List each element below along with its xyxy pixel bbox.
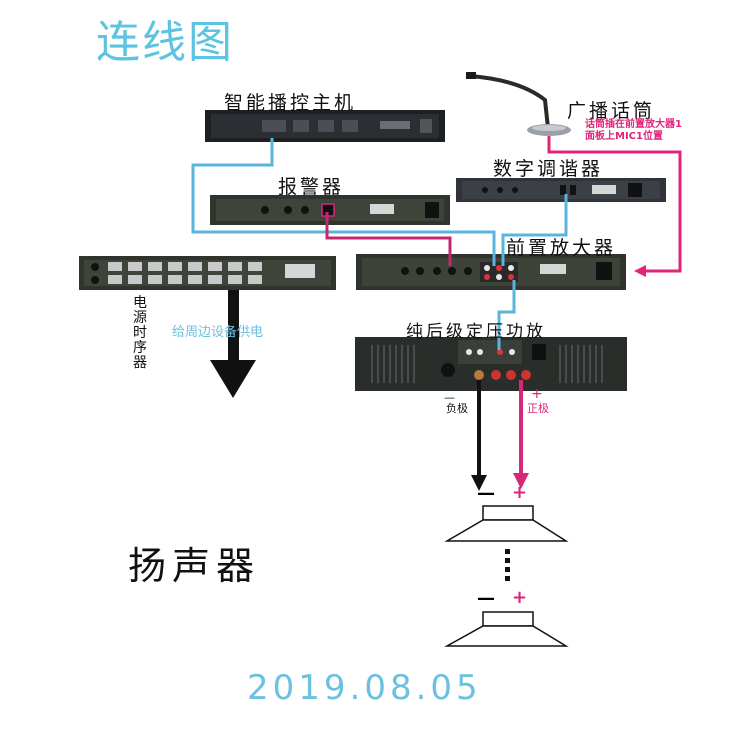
mic-note: 话筒插在前置放大器1 面板上MIC1位置 [585, 119, 682, 143]
controller-device [205, 110, 445, 142]
power-feed-label: 给周边设备供电 [172, 325, 264, 340]
alarm-device [210, 195, 450, 225]
positive-label: 正极 [527, 402, 549, 415]
microphone-device [466, 72, 571, 136]
tuner-label: 数字调谐器 [493, 158, 604, 180]
tuner-device [456, 178, 666, 202]
speaker-negative-wire [471, 380, 487, 491]
negative-label: 负极 [446, 402, 468, 415]
diagram-title: 连线图 [96, 17, 234, 68]
speaker-2-plus: + [512, 587, 528, 608]
speaker-label: 扬声器 [128, 544, 261, 588]
alarm-label: 报警器 [278, 176, 345, 198]
microphone-label: 广播话筒 [567, 100, 656, 122]
alarm-cable [325, 212, 452, 266]
signal-cables [191, 138, 568, 350]
amp-negative-sign: — [444, 391, 455, 404]
more-speakers-dots [505, 549, 510, 581]
diagram-date: 2019.08.05 [247, 668, 482, 708]
speaker-2-minus: — [477, 588, 495, 609]
speaker-2 [444, 611, 569, 647]
speaker-1-plus: + [512, 482, 528, 503]
mic-note-line-1: 话筒插在前置放大器1 [585, 119, 682, 130]
preamp-device [356, 254, 626, 290]
mic-cable [547, 136, 682, 277]
speaker-positive-wire [513, 380, 529, 489]
power-amp-label: 纯后级定压功放 [406, 322, 546, 342]
controller-label: 智能播控主机 [224, 92, 357, 114]
power-feed-arrow [210, 290, 256, 398]
speaker-1 [444, 505, 569, 542]
speaker-1-minus: — [477, 483, 495, 504]
power-sequencer-device [79, 256, 336, 290]
amp-positive-sign: + [531, 386, 543, 402]
power-amp-device [355, 337, 627, 391]
power-sequencer-label: 电源时序器 [133, 295, 147, 371]
mic-note-line-2: 面板上MIC1位置 [585, 131, 663, 142]
preamp-label: 前置放大器 [506, 237, 617, 259]
